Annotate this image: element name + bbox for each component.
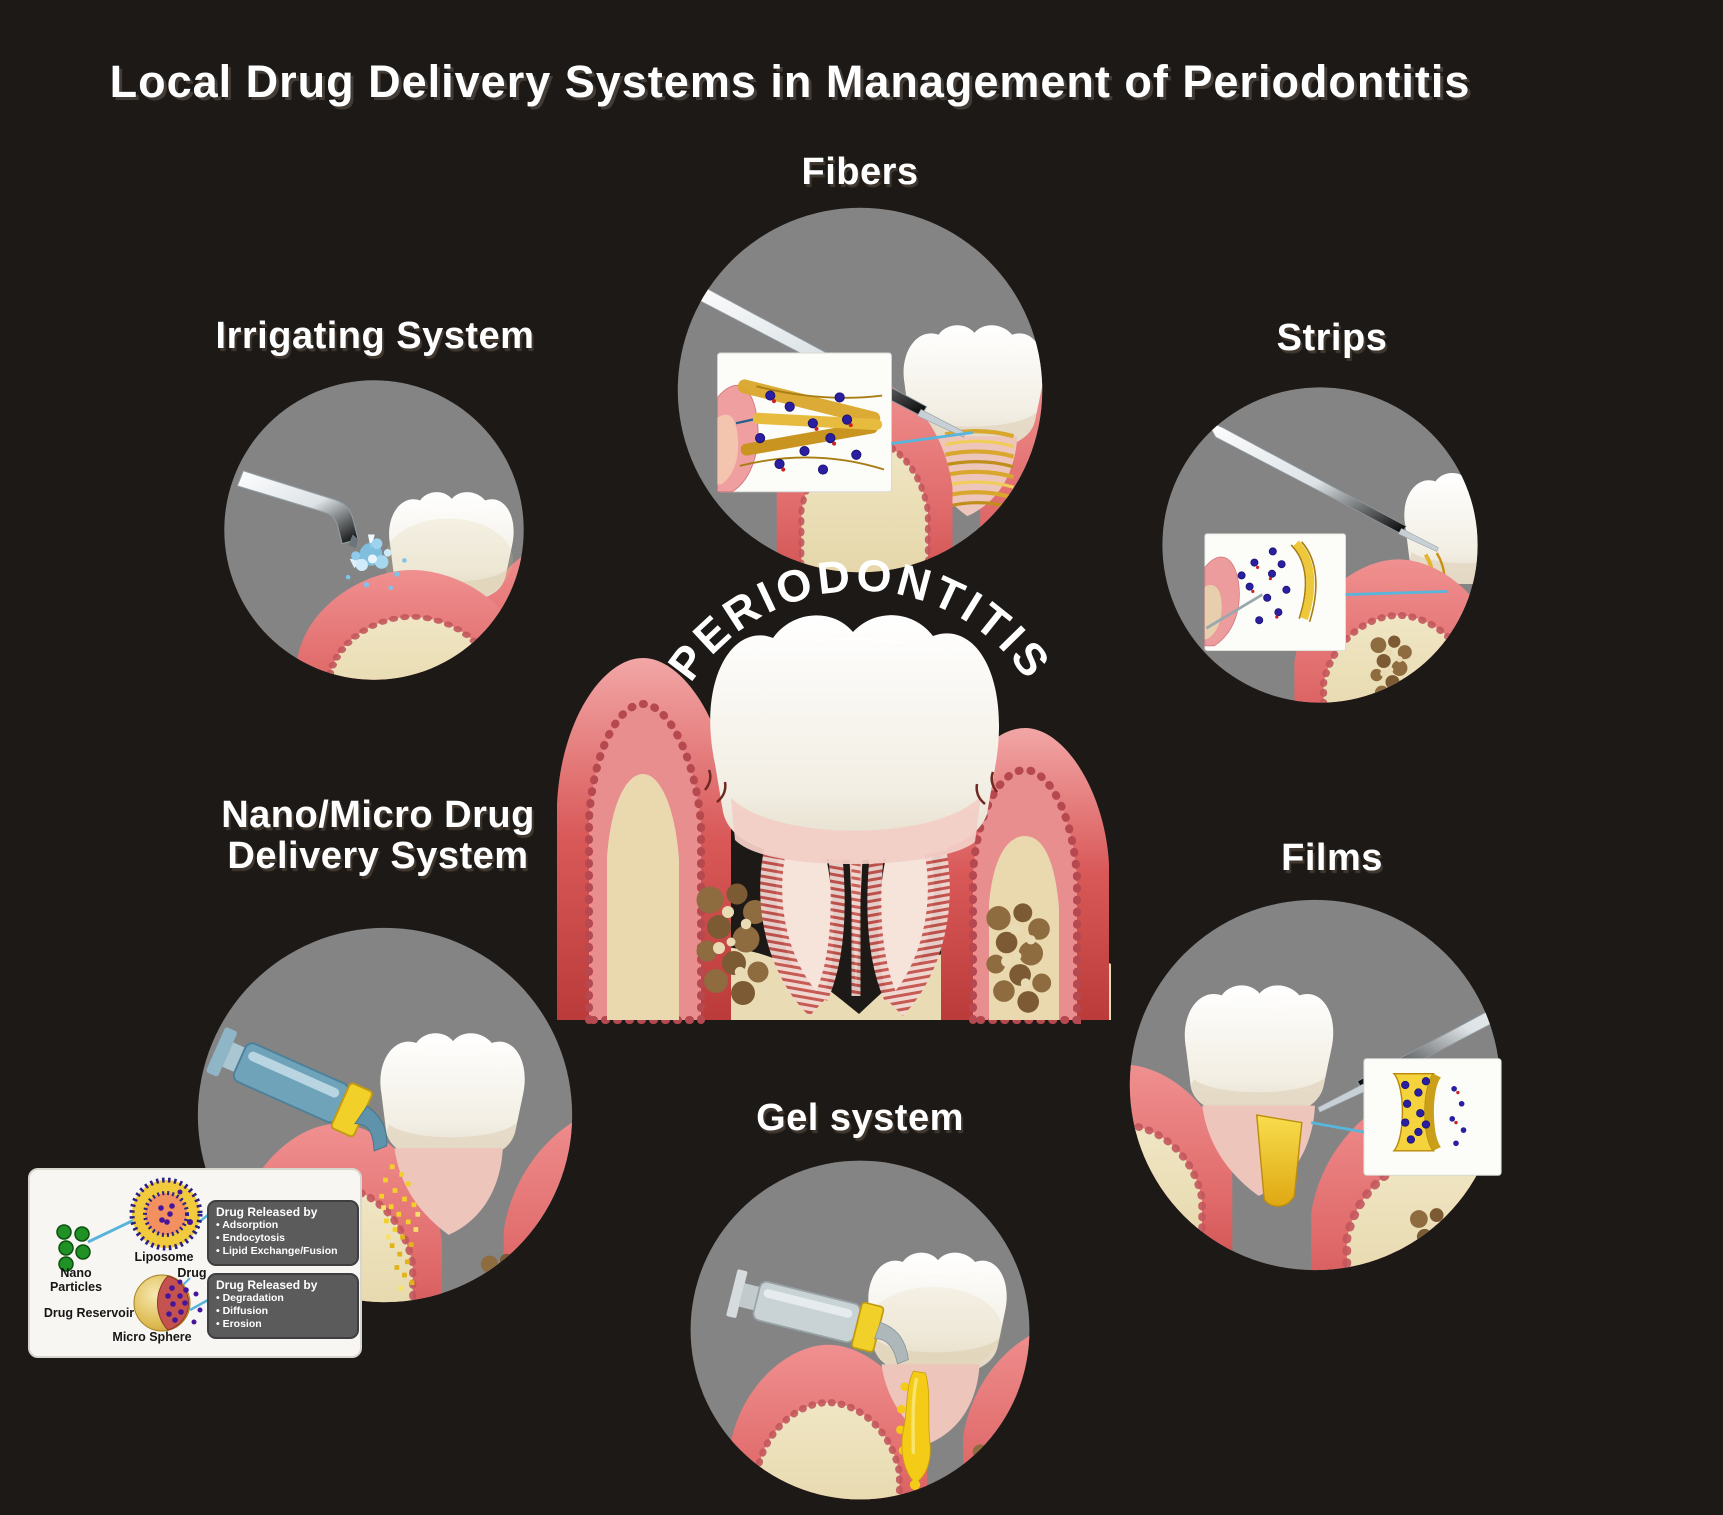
panel-fibers-illustration (677, 207, 1043, 575)
release-box-title: Drug Released by (216, 1205, 318, 1219)
page-title: Local Drug Delivery Systems in Managemen… (109, 56, 1471, 107)
strips-magnified-inset (1204, 533, 1346, 651)
syringe-icon (726, 1269, 909, 1365)
drug-release-box-liposome: Drug Released by Adsorption Endocytosis … (207, 1200, 359, 1266)
microsphere-particles-icon (379, 1164, 421, 1291)
release-item: Diffusion (216, 1305, 350, 1318)
central-periodontitis-figure: PERIODONTITIS (557, 552, 1111, 1024)
release-item: Endocytosis (216, 1232, 350, 1245)
liposome-label: Liposome (134, 1250, 194, 1264)
release-item: Lipid Exchange/Fusion (216, 1245, 350, 1258)
micro-sphere-label: Micro Sphere (112, 1330, 192, 1344)
nano-particles-icon (56, 1224, 91, 1272)
release-box-title: Drug Released by (216, 1278, 318, 1292)
panel-films-illustration (1129, 899, 1502, 1271)
micro-sphere-icon (133, 1274, 203, 1332)
syringe-icon (206, 1027, 388, 1152)
gel-blob-icon (896, 1370, 931, 1490)
release-item: Degradation (216, 1292, 350, 1305)
film-wedge-icon (1255, 1114, 1303, 1207)
fiber-coil-icon (944, 429, 1015, 509)
liposome-icon (129, 1177, 203, 1251)
inset-connector-line (891, 431, 974, 446)
panel-label-films: Films (1281, 837, 1383, 879)
panel-label-nano: Nano/Micro Drug Delivery System (221, 794, 535, 878)
films-magnified-inset (1363, 1058, 1502, 1176)
panel-label-irrigating: Irrigating System (215, 315, 535, 357)
legend-graphics (56, 1177, 209, 1332)
nano-particles-label: Nano Particles (49, 1266, 103, 1294)
legend-box: Liposome Nano Particles Drug Drug Reserv… (28, 1168, 362, 1358)
panel-label-fibers: Fibers (801, 151, 919, 193)
drug-reservoir-label: Drug Reservoir (43, 1306, 135, 1320)
panel-label-gel: Gel system (756, 1097, 964, 1139)
water-spray-icon (345, 534, 407, 591)
release-item: Erosion (216, 1318, 350, 1331)
drug-release-box-microsphere: Drug Released by Degradation Diffusion E… (207, 1273, 359, 1339)
panel-label-strips: Strips (1276, 317, 1388, 359)
panel-gel-illustration (690, 1160, 1030, 1500)
panel-irrigating-illustration (224, 380, 526, 682)
fibers-magnified-inset (717, 352, 892, 493)
panel-strips-illustration (1162, 387, 1478, 703)
inset-connector-line (1345, 590, 1449, 596)
drug-label: Drug (177, 1266, 207, 1280)
irrigation-cannula-icon (236, 470, 359, 549)
release-item: Adsorption (216, 1219, 350, 1232)
inset-connector-line (1310, 1121, 1365, 1134)
